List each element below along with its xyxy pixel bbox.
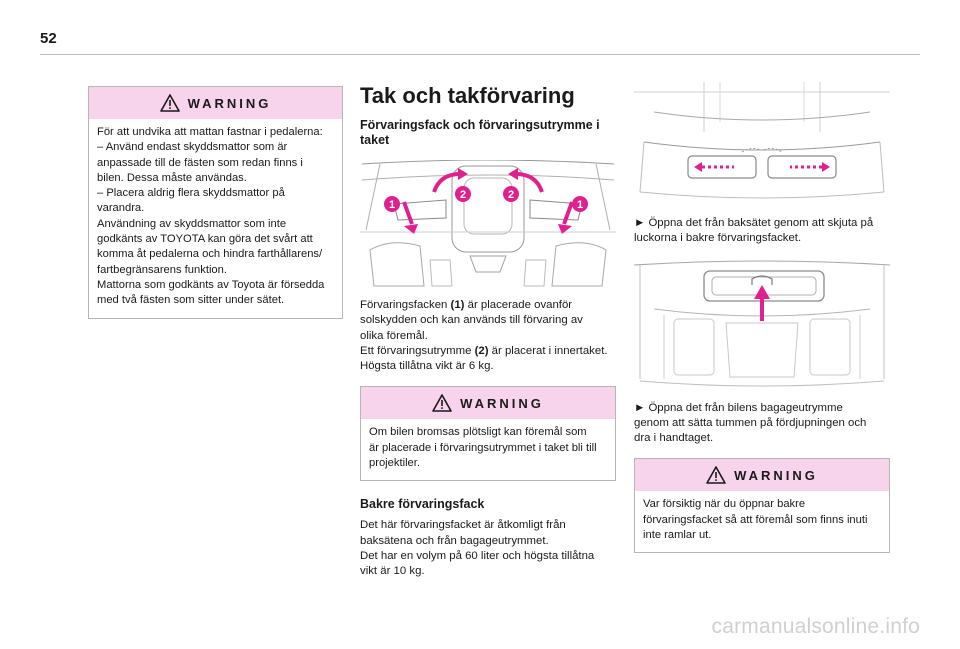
rear-storage-description: Det här förvaringsfacket är åtkomligt fr… [360, 518, 616, 579]
warning-title: WARNING [187, 95, 272, 111]
column-right: ► Öppna det från baksätet genom att skju… [634, 82, 890, 554]
warning-line: För att undvika att mattan fastnar i ped… [97, 126, 323, 138]
roof-storage-description: Förvaringsfacken (1) är placerade ovanfö… [360, 298, 616, 374]
text-span: är placerat i innertaket. [488, 344, 608, 357]
warning-line: fartbegränsarens funktion. [97, 263, 227, 276]
warning-title: WARNING [734, 467, 818, 483]
warning-line: Om bilen bromsas plötsligt kan föremål s… [369, 426, 587, 439]
description-line: Det har en volym på 60 liter och högsta … [360, 549, 595, 562]
step-line: ► Öppna det från bilens bagageutrymme [634, 401, 843, 414]
badge-label: 1 [389, 199, 395, 211]
page-number: 52 [40, 30, 57, 47]
description-line: Högsta tillåtna vikt är 6 kg. [360, 360, 494, 373]
badge-label: 1 [577, 199, 583, 211]
description-line: Förvaringsfacken (1) är placerade ovanfö… [360, 298, 616, 313]
warning-text: För att undvika att mattan fastnar i ped… [89, 119, 342, 318]
step-line: dra i handtaget. [634, 432, 714, 445]
step-line: genom att sätta tummen på fördjupningen … [634, 416, 867, 429]
warning-line: anpassade till de fästen som redan finns… [97, 156, 303, 169]
subsection-title: Förvaringsfack och förvaringsutrymme i t… [360, 118, 616, 148]
section-title: Tak och takförvaring [360, 83, 575, 108]
warning-triangle-icon [432, 394, 452, 413]
step-line: ► Öppna det från baksätet genom att skju… [634, 217, 874, 229]
warning-line: godkänts av TOYOTA kan göra det svårt at… [97, 233, 313, 246]
description-line: Ett förvaringsutrymme (2) är placerat i … [360, 344, 616, 359]
warning-line: förvaringsfacket så att föremål som finn… [643, 513, 868, 526]
text-span: Förvaringsfacken [360, 299, 451, 311]
warning-line: är placerade i förvaringsutrymmet i take… [369, 441, 597, 454]
step-line: luckorna i bakre förvaringsfacket. [634, 232, 802, 245]
warning-text: Om bilen bromsas plötsligt kan föremål s… [361, 419, 615, 480]
roof-storage-illustration: 1 2 2 1 [360, 160, 616, 288]
warning-title: WARNING [460, 395, 544, 411]
warning-box-mats: WARNING För att undvika att mattan fastn… [88, 86, 343, 319]
rear-storage-title: Bakre förvaringsfack [360, 497, 485, 512]
ref-label: (2) [474, 344, 489, 357]
warning-line: – Placera aldrig flera skyddsmattor på [97, 187, 285, 200]
description-line: baksätena och från bagageutrymmet. [360, 534, 549, 547]
subsection-title-line: Förvaringsfack och förvaringsutrymme i [360, 118, 600, 132]
column-middle: Tak och takförvaring Förvaringsfack och … [360, 82, 616, 580]
description-line: vikt är 10 kg. [360, 565, 425, 578]
text-span: är placerade ovanför [464, 299, 573, 311]
warning-line: komma åt pedalerna och hindra farthållar… [97, 248, 323, 261]
warning-line: projektiler. [369, 457, 420, 470]
warning-triangle-icon [159, 94, 180, 112]
top-divider [40, 54, 920, 55]
warning-line: Mattorna som godkänts av Toyota är förse… [97, 278, 325, 291]
step-handle: ► Öppna det från bilens bagageutrymme ge… [634, 401, 890, 447]
column-left: WARNING För att undvika att mattan fastn… [88, 86, 343, 319]
warning-header: WARNING [635, 459, 889, 492]
rear-storage-sliding-illustration [634, 82, 890, 202]
warning-line: bilen. Dessa måste användas. [97, 171, 247, 184]
warning-text: Var försiktig när du öppnar bakre förvar… [635, 491, 889, 552]
subsection-title-line: taket [360, 133, 390, 147]
warning-header: WARNING [361, 387, 615, 420]
warning-line: med två fästen som sitter under sätet. [97, 294, 285, 307]
text-span: Ett förvaringsutrymme [360, 344, 475, 357]
warning-line: Var försiktig när du öppnar bakre [643, 498, 806, 511]
warning-line: inte ramlar ut. [643, 529, 712, 542]
warning-box-braking: WARNING Om bilen bromsas plötsligt kan f… [360, 386, 616, 482]
badge-label: 2 [508, 189, 514, 201]
warning-box-opening: WARNING Var försiktig när du öppnar bakr… [634, 458, 890, 554]
watermark: carmanualsonline.info [711, 615, 920, 638]
rear-storage-handle-illustration [634, 258, 890, 391]
warning-header: WARNING [89, 87, 342, 119]
step-sliding-lids: ► Öppna det från baksätet genom att skju… [634, 216, 890, 247]
warning-line: Användning av skyddsmattor som inte [97, 217, 287, 230]
badge-label: 2 [460, 189, 466, 201]
warning-triangle-icon [706, 466, 726, 485]
ref-label: (1) [450, 299, 465, 311]
warning-line: – Använd endast skyddsmattor som är [97, 141, 288, 154]
description-line: solskydden och kan används till förvarin… [360, 314, 583, 327]
warning-line: varandra. [97, 202, 145, 215]
description-line: Det här förvaringsfacket är åtkomligt fr… [360, 519, 566, 532]
description-line: olika föremål. [360, 329, 428, 342]
